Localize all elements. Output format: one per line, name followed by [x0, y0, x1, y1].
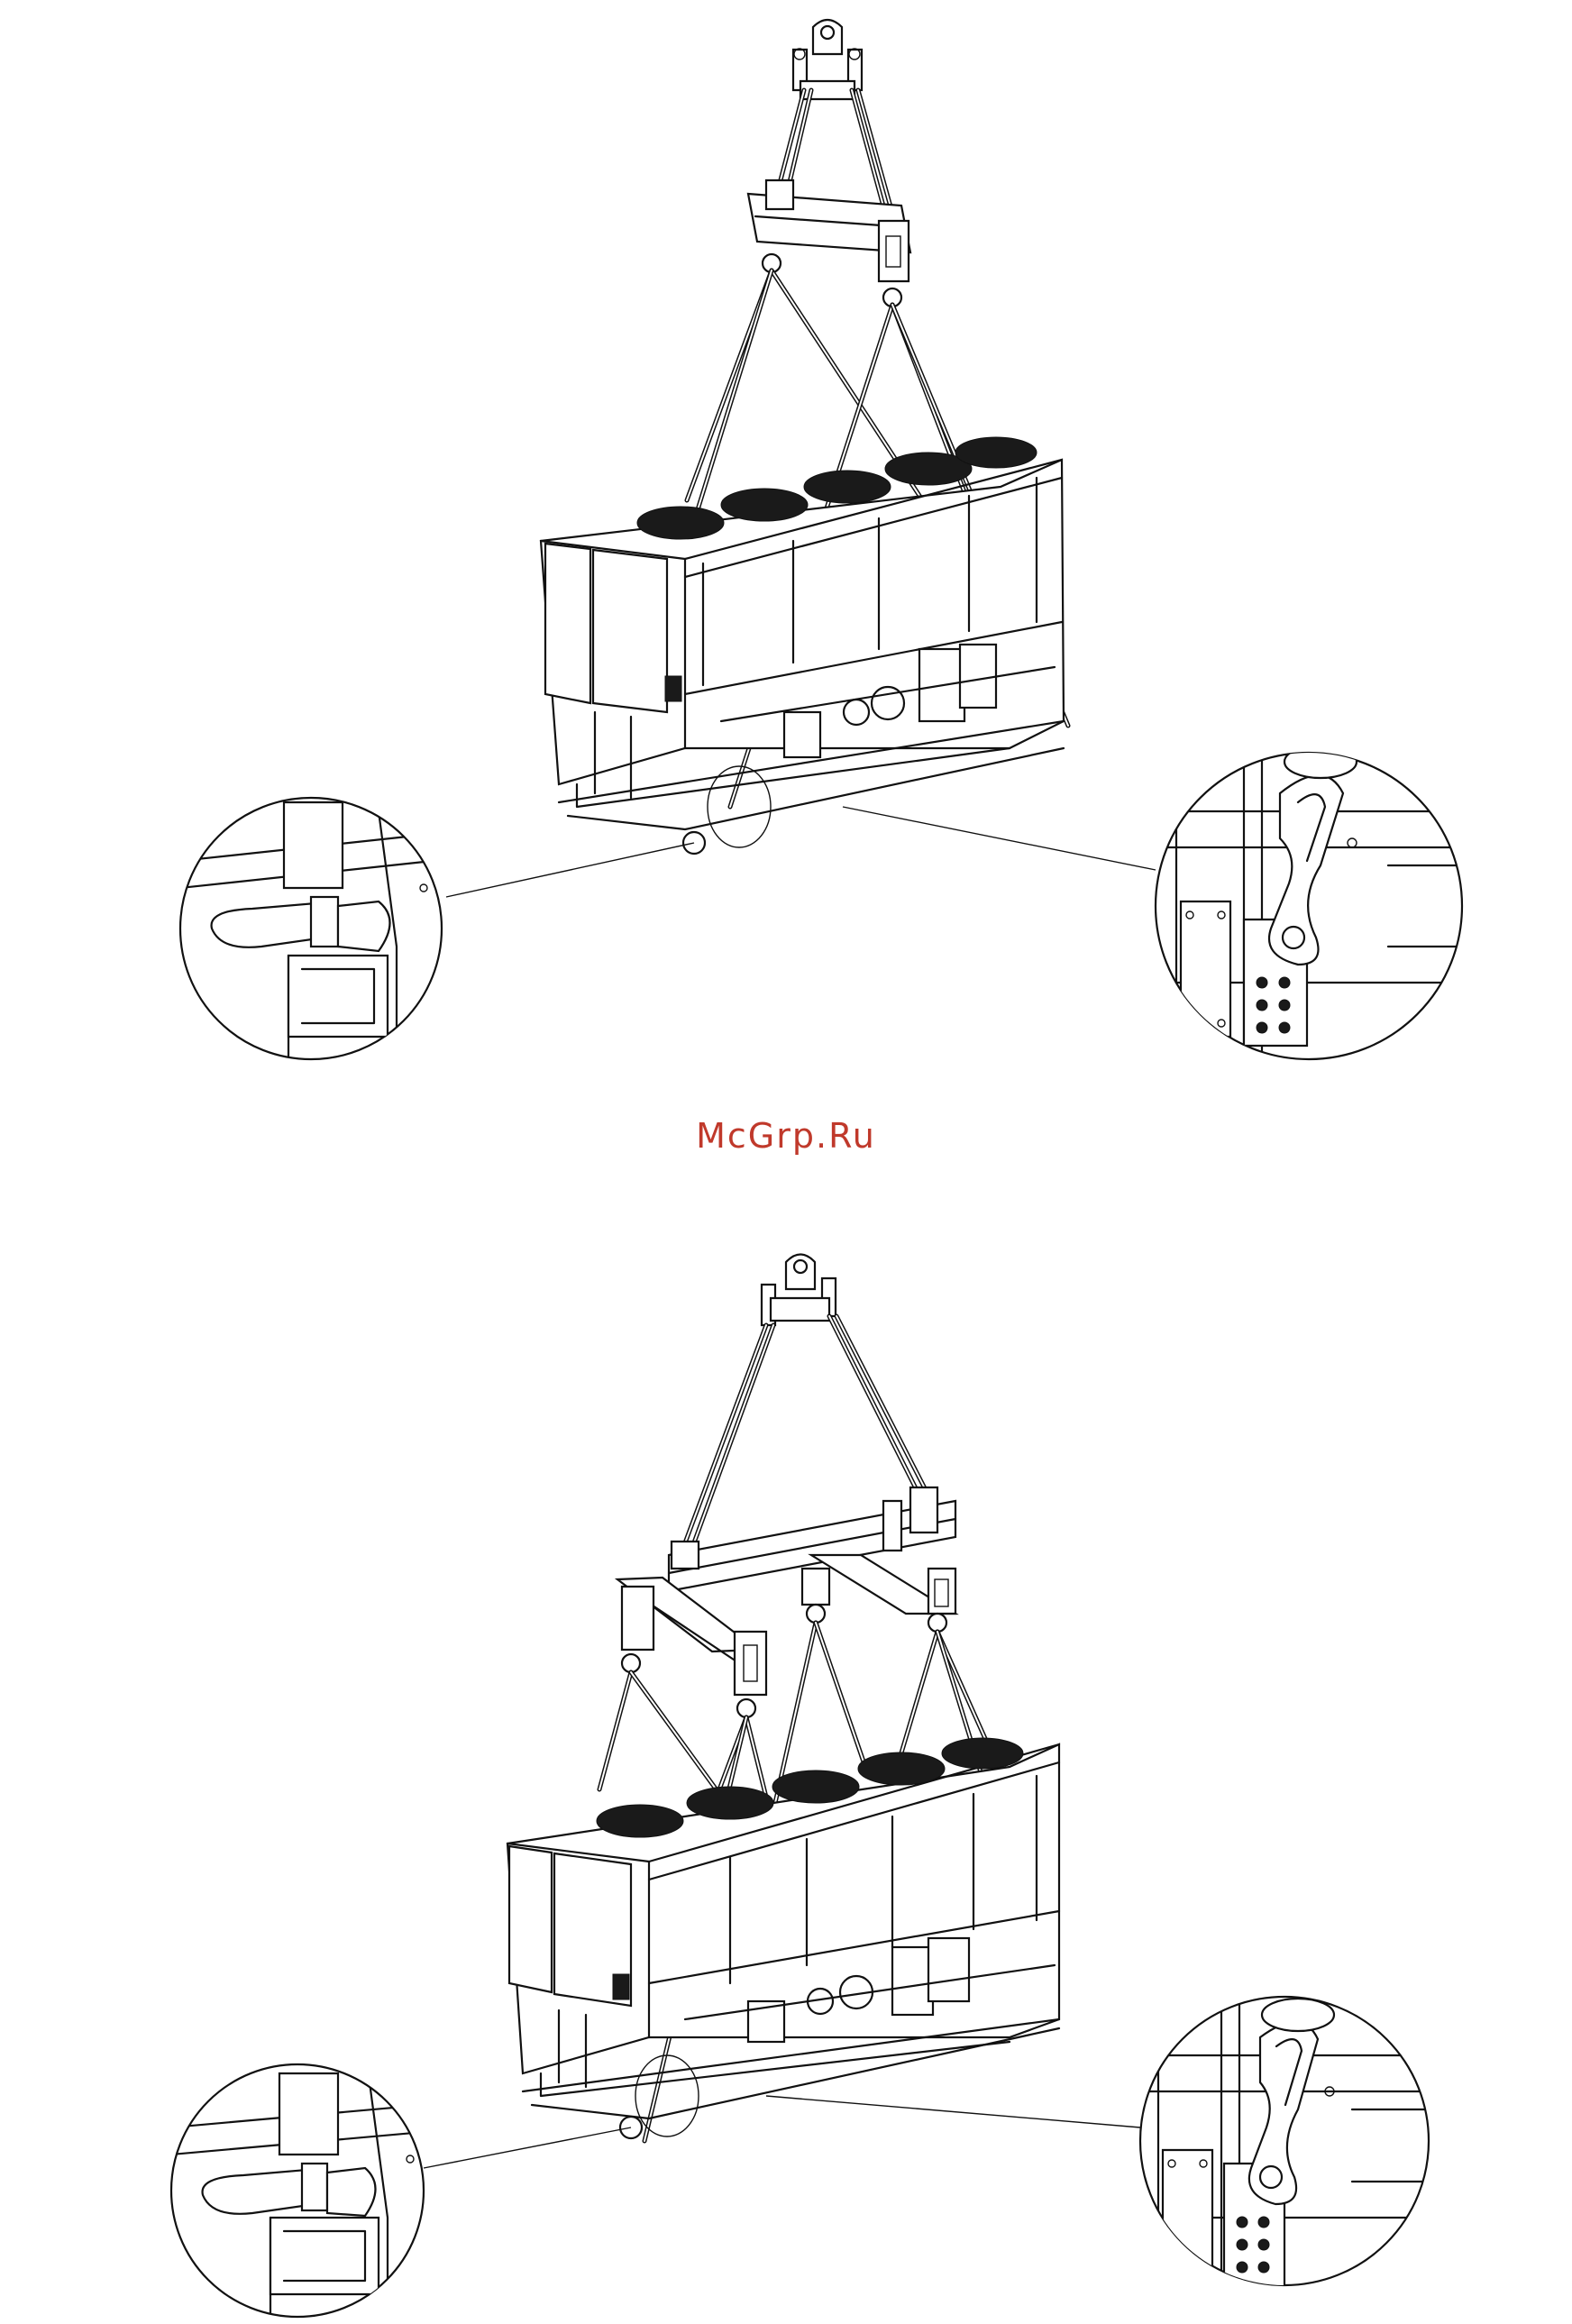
- chiller-unit-2: [507, 1738, 1059, 2138]
- spreader-bar-1: [748, 180, 910, 307]
- leader-line-1a: [446, 843, 694, 897]
- lifting-eye-1: [793, 20, 862, 99]
- lifting-eye-2: [762, 1255, 836, 1326]
- chiller-unit-1: [541, 437, 1064, 854]
- shackle-detail-2: [1136, 1997, 1442, 2290]
- figure-2-double-spreader: [171, 1255, 1442, 2321]
- lifting-hook-detail-2: [171, 2064, 424, 2320]
- leader-line-2a: [424, 2127, 631, 2168]
- leader-line-1b: [843, 807, 1156, 870]
- leader-line-2b: [766, 2096, 1140, 2127]
- figure-1-single-spreader: [180, 20, 1478, 1064]
- lifting-hook-detail-1: [180, 798, 442, 1064]
- watermark-text: McGrp.Ru: [0, 1116, 1572, 1156]
- shackle-detail-1: [1154, 746, 1478, 1064]
- detail-marker-2: [635, 2055, 699, 2136]
- spreader-frame-2: [617, 1487, 955, 1717]
